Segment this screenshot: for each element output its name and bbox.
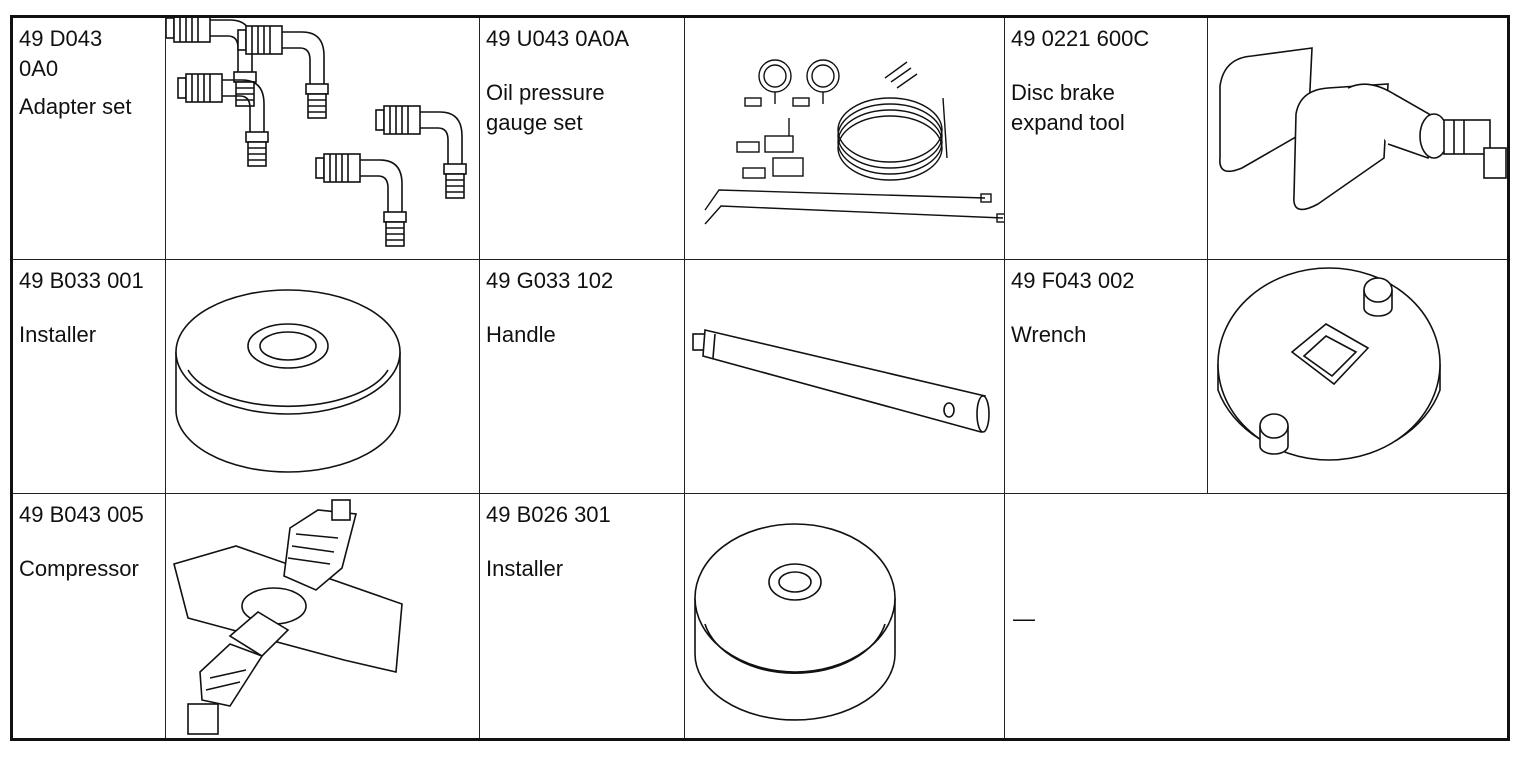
compressor-illustration [166,494,479,741]
tool-cell-adapter-set: 49 D043 0A0 Adapter set [13,18,165,259]
tool-number: 49 B033 001 [19,268,144,293]
row-divider [13,493,1507,494]
tool-name: Wrench [1011,322,1087,347]
tool-name: Adapter set [19,94,132,119]
tool-name: Installer [486,556,564,581]
tool-number: 49 U043 0A0A [486,26,630,51]
tool-cell-disc-brake-expand-tool: 49 0221 600C Disc brake expand tool [1005,18,1207,259]
tool-cell-oil-pressure-gauge-set: 49 U043 0A0A Oil pressure gauge set [480,18,684,259]
tool-cell-handle: 49 G033 102 Handle [480,260,684,493]
tool-number: 49 G033 102 [486,268,614,293]
oil-pressure-gauge-set-illustration [685,18,1004,259]
installer-illustration [166,260,479,493]
tool-cell-installer-2: 49 B026 301 Installer [480,494,684,741]
column-divider [1004,18,1005,738]
adapter-set-illustration [166,18,479,259]
tool-cell-installer: 49 B033 001 Installer [13,260,165,493]
column-divider [479,18,480,738]
tool-number: 49 B043 005 [19,502,144,527]
tool-name: Installer [19,322,97,347]
tool-name: Disc brake expand tool [1011,80,1125,135]
tool-name: Oil pressure gauge set [486,80,605,135]
tool-number: 49 B026 301 [486,502,611,527]
column-divider [165,18,166,738]
wrench-illustration [1208,260,1510,493]
tool-cell-wrench: 49 F043 002 Wrench [1005,260,1207,493]
tool-number: 49 D043 0A0 [19,26,103,81]
special-tools-table: 49 D043 0A0 Adapter set 49 U043 0A0A Oil… [10,15,1510,741]
empty-dash: — [1013,606,1035,631]
empty-cell: — [1005,494,1510,741]
handle-illustration [685,260,1004,493]
column-divider [1207,18,1208,494]
installer-illustration-2 [685,494,1004,741]
column-divider [684,18,685,738]
tool-cell-compressor: 49 B043 005 Compressor [13,494,165,741]
tool-number: 49 F043 002 [1011,268,1135,293]
disc-brake-expand-tool-illustration [1208,18,1510,259]
tool-name: Compressor [19,556,139,581]
tool-number: 49 0221 600C [1011,26,1150,51]
row-divider [13,259,1507,260]
tool-name: Handle [486,322,556,347]
